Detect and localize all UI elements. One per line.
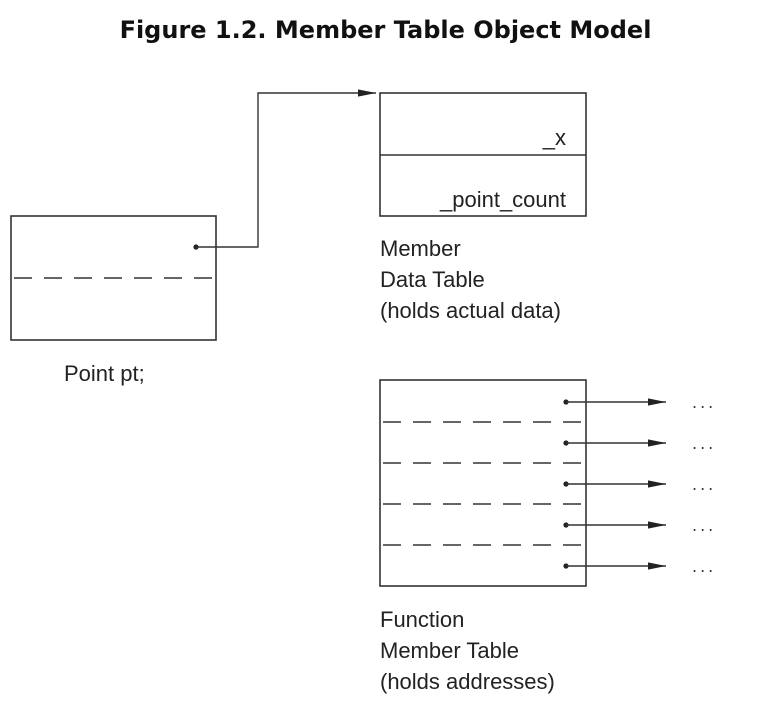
point-object-box — [10, 215, 217, 341]
address-target: ... — [692, 557, 716, 576]
function-member-table-caption-line: (holds addresses) — [380, 669, 555, 694]
member-data-table-caption-line: (holds actual data) — [380, 298, 561, 323]
function-member-table-caption-line: Member Table — [380, 638, 519, 663]
address-target: ... — [692, 475, 716, 494]
address-target: ... — [692, 516, 716, 535]
member-data-table: _x _point_count Member Data Table (holds… — [379, 92, 587, 323]
address-target: ... — [692, 393, 716, 412]
point-object: Point pt; — [10, 215, 217, 386]
pointer-arrow-to-data-table — [196, 89, 376, 248]
member-data-table-caption-line: Data Table — [380, 267, 485, 292]
address-target: ... — [692, 434, 716, 453]
member-data-table-caption-line: Member — [380, 236, 461, 261]
member-data-slot: _point_count — [439, 187, 566, 212]
function-member-table-caption-line: Function — [380, 607, 464, 632]
member-data-slot: _x — [542, 125, 566, 150]
function-member-table: ... ... ... ... ... Function Member Tabl… — [379, 379, 716, 694]
point-object-caption: Point pt; — [64, 361, 145, 386]
function-member-table-box — [379, 379, 587, 587]
figure-title: Figure 1.2. Member Table Object Model — [119, 16, 652, 44]
